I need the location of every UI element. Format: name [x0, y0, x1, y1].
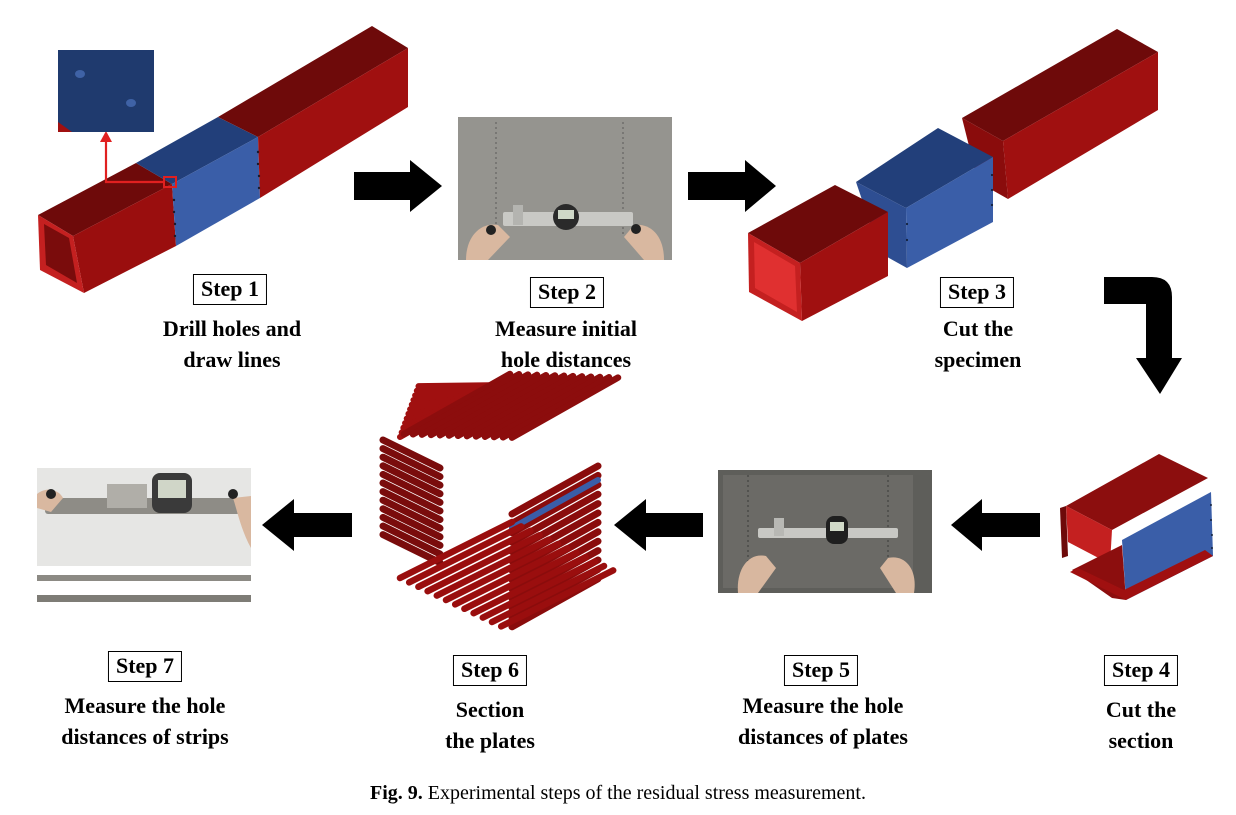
- strip: [445, 372, 559, 439]
- step3-desc-line1: Cut the: [942, 316, 1014, 341]
- arrow-step2-to-step3: [688, 160, 776, 212]
- figure-caption-text: Experimental steps of the residual stres…: [427, 782, 866, 804]
- strip: [424, 531, 543, 595]
- step7-label: Step 7: [107, 651, 183, 682]
- figure-caption: Fig. 9. Experimental steps of the residu…: [0, 781, 1236, 805]
- tube-end-opening: [44, 224, 77, 283]
- step2-description: Measure initial hole distances: [495, 313, 637, 375]
- strip: [463, 372, 577, 440]
- strip: [396, 518, 516, 582]
- strip: [488, 562, 608, 626]
- strip: [508, 462, 602, 518]
- tube-front-face-red-left: [73, 184, 176, 293]
- step6-desc-line2: the plates: [445, 728, 535, 753]
- tube-top-face-red-right: [218, 26, 408, 137]
- step7-desc-line2: distances of strips: [61, 724, 229, 749]
- strip: [379, 496, 444, 532]
- step5-desc-line1: Measure the hole: [742, 693, 904, 718]
- strip: [379, 479, 444, 515]
- tube-front-face-blue: [172, 137, 260, 246]
- strip: [508, 471, 602, 527]
- strip: [490, 373, 604, 441]
- step2-label: Step 2: [529, 277, 605, 308]
- tube-hole-dots: [172, 150, 261, 238]
- strip: [379, 513, 444, 549]
- tube-top-face-blue: [136, 117, 258, 184]
- step5-photo: [718, 470, 932, 593]
- strip: [442, 540, 562, 604]
- strip: [400, 370, 514, 438]
- strip: [379, 453, 444, 489]
- step2-desc-line2: hole distances: [500, 347, 632, 372]
- strip: [379, 445, 444, 481]
- callout-arrowhead: [100, 131, 112, 142]
- step6-description: Section the plates: [445, 694, 535, 756]
- inset-hole-2: [126, 99, 136, 107]
- tube-front-face-red-right: [258, 48, 408, 198]
- step3-description: Cut the specimen: [935, 313, 1022, 375]
- step5-desc-line2: distances of plates: [738, 724, 908, 749]
- step4-desc-line2: section: [1108, 728, 1174, 753]
- arrow-step3-to-step4: [1104, 277, 1182, 394]
- strip: [472, 373, 586, 440]
- step2-desc-line1: Measure initial: [495, 316, 637, 341]
- step5-description: Measure the hole distances of plates: [738, 690, 908, 752]
- strip: [433, 536, 553, 599]
- step4-description: Cut the section: [1106, 694, 1176, 756]
- strip: [451, 545, 571, 608]
- strip: [497, 567, 617, 630]
- strip: [379, 462, 444, 498]
- step3-desc-line2: specimen: [934, 347, 1022, 372]
- step1-label: Step 1: [192, 274, 268, 305]
- strip: [461, 549, 580, 613]
- strip: [470, 553, 589, 617]
- strip: [481, 373, 595, 440]
- figure-caption-prefix: Fig. 9.: [370, 782, 423, 804]
- strip: [379, 505, 444, 541]
- inset-zoom-panel: [58, 50, 154, 132]
- step1-desc-line2: draw lines: [183, 347, 281, 372]
- callout-line: [104, 140, 164, 184]
- step1-desc-line1: Drill holes and: [162, 316, 302, 341]
- strip: [418, 371, 532, 438]
- step1-description: Drill holes and draw lines: [163, 313, 301, 375]
- strip: [499, 374, 613, 441]
- step4-label: Step 4: [1103, 655, 1179, 686]
- arrow-step5-to-step6: [614, 499, 703, 551]
- step3-label: Step 3: [939, 277, 1015, 308]
- strip: [436, 371, 550, 439]
- step7-photo: [37, 468, 251, 602]
- arrow-step1-to-step2: [354, 160, 442, 212]
- strip: [379, 470, 444, 506]
- strip: [509, 477, 601, 531]
- strip: [454, 372, 568, 440]
- step7-description: Measure the hole distances of strips: [61, 690, 228, 752]
- inset-red-corner: [58, 122, 72, 132]
- strip: [479, 558, 599, 621]
- step6-label: Step 6: [452, 655, 528, 686]
- step4-desc-line1: Cut the: [1105, 697, 1177, 722]
- step6-desc-line1: Section: [455, 697, 525, 722]
- strip: [508, 374, 622, 441]
- arrow-step6-to-step7: [262, 499, 352, 551]
- strip: [415, 527, 534, 591]
- strip: [379, 522, 444, 558]
- strip: [508, 481, 602, 537]
- step5-label: Step 5: [783, 655, 859, 686]
- strip: [409, 371, 523, 438]
- strip: [405, 523, 525, 586]
- strip: [379, 531, 444, 567]
- step2-photo: [458, 117, 672, 260]
- inset-hole-1: [75, 70, 85, 78]
- strip: [427, 371, 541, 439]
- arrow-step4-to-step5: [951, 499, 1040, 551]
- strip: [379, 436, 444, 472]
- step7-desc-line1: Measure the hole: [64, 693, 226, 718]
- strip: [379, 488, 444, 524]
